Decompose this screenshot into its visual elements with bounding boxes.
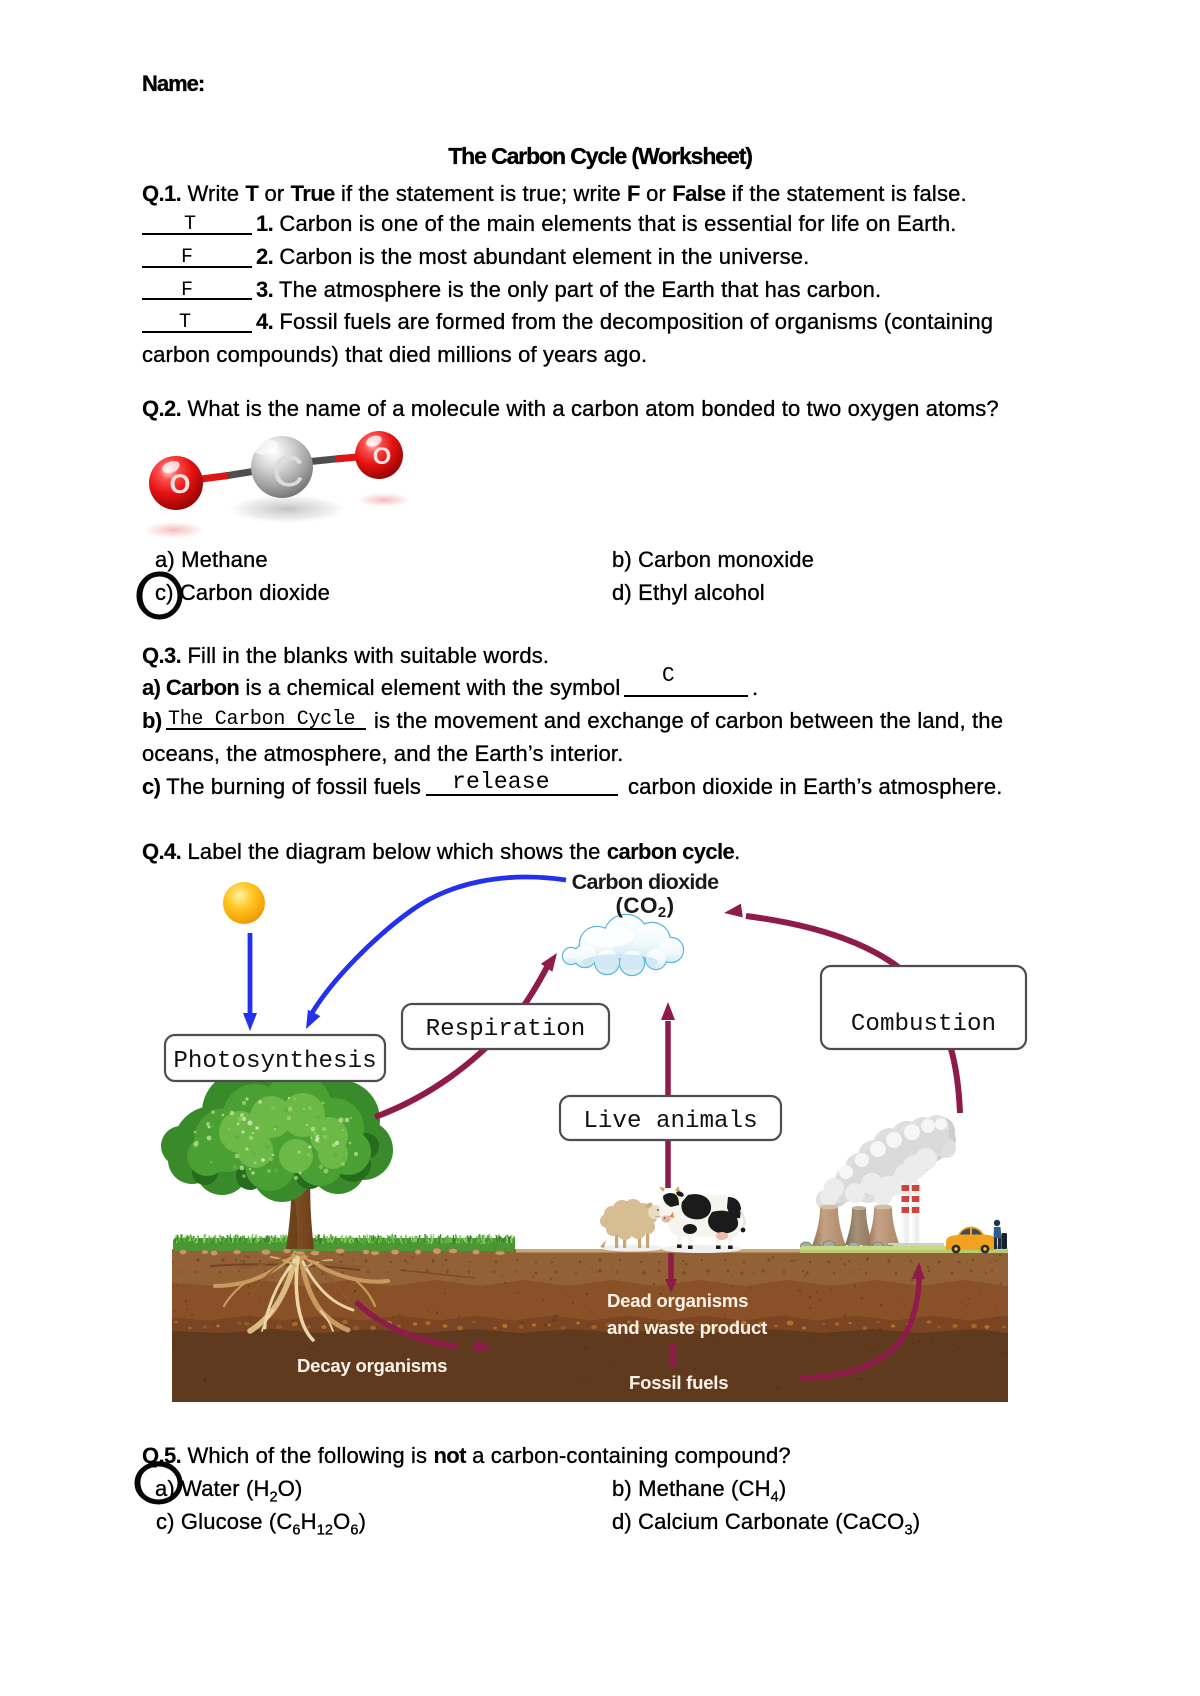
svg-text:Carbon dioxide: Carbon dioxide <box>572 870 719 894</box>
svg-text:C: C <box>272 447 304 496</box>
svg-text:(CO2): (CO2) <box>615 893 674 921</box>
svg-text:Live animals: Live animals <box>583 1108 757 1135</box>
svg-text:Photosynthesis: Photosynthesis <box>173 1048 376 1075</box>
svg-text:Respiration: Respiration <box>426 1016 586 1043</box>
svg-text:O: O <box>169 469 190 499</box>
svg-text:Decay organisms: Decay organisms <box>297 1355 447 1376</box>
svg-text:and waste product: and waste product <box>607 1317 767 1338</box>
svg-text:O: O <box>373 443 392 470</box>
svg-text:Fossil fuels: Fossil fuels <box>629 1372 728 1393</box>
svg-text:Dead organisms: Dead organisms <box>607 1290 748 1311</box>
svg-text:Combustion: Combustion <box>851 1011 996 1038</box>
